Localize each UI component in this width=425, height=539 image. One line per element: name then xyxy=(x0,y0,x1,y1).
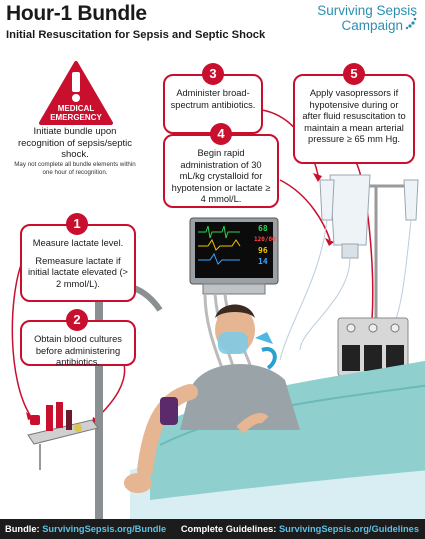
step-3-text: Administer broad-spectrum antibiotics. xyxy=(170,88,256,110)
blood-culture-tray xyxy=(27,402,99,470)
step-5-box: Apply vasopressors if hypotensive during… xyxy=(293,74,415,164)
monitor-value-2: 120/80 xyxy=(254,236,276,243)
monitor-value-3: 96 xyxy=(258,246,268,255)
step-4-box: Begin rapid administration of 30 mL/kg c… xyxy=(163,134,279,208)
step-4-number: 4 xyxy=(210,123,232,145)
footer-bundle-label: Bundle: xyxy=(5,524,40,534)
monitor-value-4: 14 xyxy=(258,257,268,266)
monitor-value-1: 68 xyxy=(258,224,268,233)
hospital-bed xyxy=(92,283,425,520)
patient xyxy=(124,304,300,493)
patient-monitor xyxy=(189,217,279,295)
step-1-box: Measure lactate level. Remeasure lactate… xyxy=(20,224,136,302)
badge-line2: EMERGENCY xyxy=(50,113,102,122)
footer-bundle-link[interactable]: SurvivingSepsis.org/Bundle xyxy=(42,524,167,534)
page-title: Hour-1 Bundle xyxy=(6,2,147,25)
step-4-text: Begin rapid administration of 30 mL/kg c… xyxy=(171,148,271,205)
step-3-number: 3 xyxy=(202,63,224,85)
warning-text: Initiate bundle upon recognition of seps… xyxy=(17,126,133,160)
badge-line1: MEDICAL xyxy=(58,104,95,113)
step-2-number: 2 xyxy=(66,309,88,331)
footer-bar: Bundle: SurvivingSepsis.org/Bundle Compl… xyxy=(0,519,425,539)
surviving-sepsis-logo: Surviving Sepsis Campaign xyxy=(287,3,417,33)
step-1-text2: Remeasure lactate if initial lactate ele… xyxy=(27,255,128,289)
warning-note: May not complete all bundle elements wit… xyxy=(14,161,136,176)
arrow-step1 xyxy=(11,261,31,416)
arrow-step5 xyxy=(354,159,374,321)
step-1-number: 1 xyxy=(66,213,88,235)
footer-bundle: Bundle: SurvivingSepsis.org/Bundle xyxy=(5,519,166,539)
footer-guidelines-link[interactable]: SurvivingSepsis.org/Guidelines xyxy=(278,524,419,534)
logo-line2: Campaign xyxy=(341,18,403,33)
logo-dots-icon xyxy=(405,14,417,30)
footer-guidelines: Complete Guidelines: SurvivingSepsis.org… xyxy=(181,519,419,539)
footer-guidelines-label: Complete Guidelines: xyxy=(180,524,277,534)
step-5-number: 5 xyxy=(343,63,365,85)
step-2-text: Obtain blood cultures before administeri… xyxy=(34,334,122,368)
medical-emergency-warning-icon: MEDICAL EMERGENCY xyxy=(39,61,113,125)
arrow-step4 xyxy=(279,179,331,241)
iv-bags xyxy=(279,174,419,361)
logo-line1: Surviving Sepsis xyxy=(317,3,417,18)
page-subtitle: Initial Resuscitation for Sepsis and Sep… xyxy=(6,29,266,41)
step-1-text1: Measure lactate level. xyxy=(32,238,124,248)
step-5-text: Apply vasopressors if hypotensive during… xyxy=(302,88,406,145)
